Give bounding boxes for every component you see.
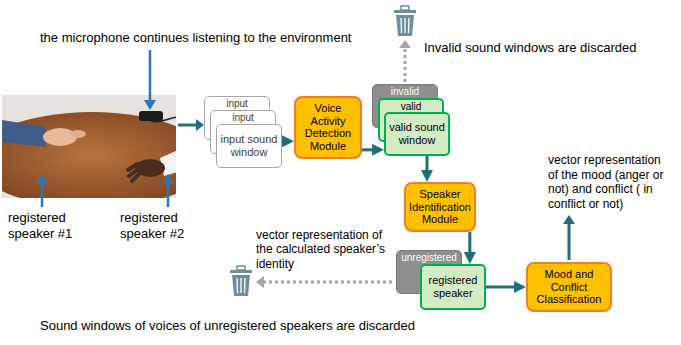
annotation-text: vector representation of the mood (anger… bbox=[548, 153, 674, 211]
node-text: valid sound window bbox=[389, 121, 445, 146]
pointer-line bbox=[167, 184, 170, 207]
process-box: Voice Activity Detection Module bbox=[294, 96, 362, 159]
speaker-pointer bbox=[162, 174, 174, 207]
trash-stripes bbox=[237, 278, 245, 293]
node-text: unregistered bbox=[401, 252, 457, 264]
microphone bbox=[139, 111, 163, 121]
table-top bbox=[2, 112, 176, 198]
left-hand bbox=[43, 128, 77, 146]
pointer-head bbox=[144, 100, 156, 110]
trash-handle bbox=[401, 6, 409, 10]
node-text: input bbox=[232, 112, 254, 124]
input-flow-arrow bbox=[178, 119, 204, 131]
flow-connector bbox=[468, 232, 471, 259]
annotation-text: Invalid sound windows are discarded bbox=[424, 40, 674, 56]
right-fingers bbox=[128, 164, 140, 181]
pointer-line bbox=[149, 50, 152, 100]
annotation-text: vector representation of the calculated … bbox=[256, 228, 392, 271]
trash-icon bbox=[394, 6, 416, 36]
trash-body bbox=[396, 15, 414, 36]
flow-line bbox=[178, 124, 196, 127]
annotation-text: registered speaker #2 bbox=[120, 210, 202, 241]
speaker-pointer bbox=[36, 174, 48, 207]
pointer-line bbox=[41, 184, 44, 207]
discard-arrow bbox=[256, 276, 392, 288]
pointer-head bbox=[162, 174, 174, 184]
node-text: registered speaker bbox=[425, 274, 481, 299]
annotation-text: the microphone continues listening to th… bbox=[40, 30, 390, 46]
flow-head bbox=[563, 215, 575, 224]
photo-illustration bbox=[2, 95, 176, 198]
annotation-text: registered speaker #1 bbox=[8, 210, 90, 241]
trash-lid bbox=[394, 10, 416, 13]
trash-icon bbox=[230, 266, 252, 296]
node-text: invalid bbox=[391, 86, 419, 98]
flow-head bbox=[196, 119, 204, 131]
discard-arrow bbox=[399, 40, 411, 82]
microphone-pointer bbox=[144, 50, 156, 110]
sound-window-box: input sound window bbox=[216, 124, 282, 168]
flow-connector bbox=[282, 140, 289, 143]
node-text: Mood and Conflict Classification bbox=[531, 268, 607, 306]
process-box: Mood and Conflict Classification bbox=[526, 262, 612, 312]
dotted-head bbox=[256, 276, 264, 288]
trash-handle bbox=[237, 266, 245, 270]
output-arrow bbox=[563, 215, 575, 260]
trash-stripes bbox=[401, 18, 409, 33]
dotted-line bbox=[264, 281, 392, 284]
trash-body bbox=[232, 275, 250, 296]
trash-lid bbox=[230, 270, 252, 273]
left-fingers bbox=[70, 130, 86, 138]
process-box: Speaker Identification Module bbox=[404, 182, 476, 232]
valid-window-box: valid sound window bbox=[384, 112, 450, 156]
annotation-text: Sound windows of voices of unregistered … bbox=[40, 318, 460, 334]
node-text: valid bbox=[401, 101, 422, 113]
speaker-box: registered speaker bbox=[420, 264, 486, 310]
node-text: input bbox=[226, 98, 248, 110]
flow-connector bbox=[486, 286, 521, 289]
flow-line bbox=[568, 224, 571, 260]
pointer-head bbox=[36, 174, 48, 184]
dotted-line bbox=[404, 48, 407, 82]
node-text: Voice Activity Detection Module bbox=[299, 102, 357, 153]
node-text: Speaker Identification Module bbox=[409, 188, 471, 226]
flow-connector bbox=[426, 156, 429, 177]
left-sleeve bbox=[2, 120, 46, 147]
node-text: input sound window bbox=[220, 133, 278, 158]
dotted-head bbox=[399, 40, 411, 48]
flow-connector bbox=[362, 148, 379, 151]
